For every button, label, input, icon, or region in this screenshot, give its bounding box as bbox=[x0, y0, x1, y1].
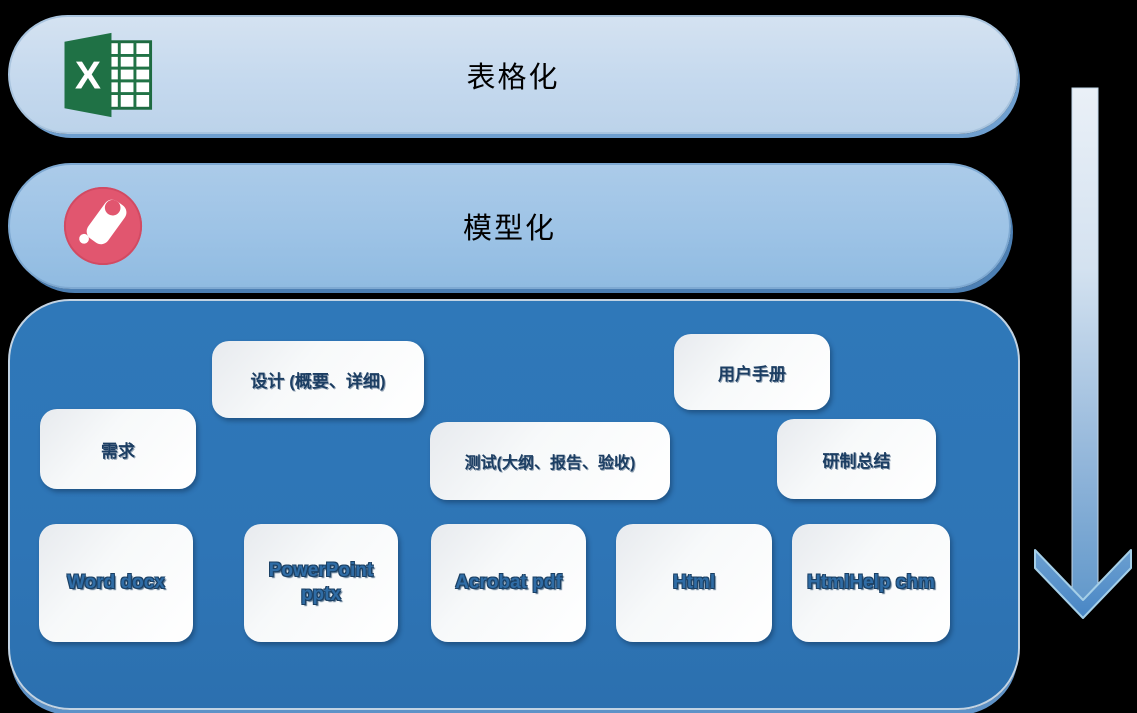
doc-box-dev-summary-label: 研制总结 bbox=[822, 451, 891, 471]
format-box-htmlhelp-label: HtmlHelp chm bbox=[807, 572, 935, 594]
format-box-acrobat-label: Acrobat pdf bbox=[455, 572, 562, 594]
doc-box-dev-summary: 研制总结 bbox=[777, 419, 936, 499]
doc-box-user-manual: 用户手册 bbox=[674, 334, 830, 410]
doc-box-design: 设计 (概要、详细) bbox=[212, 341, 424, 418]
format-box-powerpoint-label: PowerPoint pptx bbox=[268, 560, 374, 605]
tabulation-step-bar: X 表格化 bbox=[8, 15, 1018, 134]
tabulation-step-label: 表格化 bbox=[466, 61, 560, 94]
svg-text:X: X bbox=[75, 54, 101, 97]
format-box-powerpoint: PowerPoint pptx bbox=[244, 524, 398, 642]
script-scroll-icon bbox=[62, 185, 144, 267]
modeling-step-bar: 模型化 bbox=[8, 163, 1011, 289]
format-box-word-label: Word docx bbox=[67, 572, 165, 594]
documents-panel: 需求 设计 (概要、详细) 用户手册 测试(大纲、报告、验收) 研制总结 Wor… bbox=[8, 299, 1020, 710]
format-box-html: Html bbox=[616, 524, 772, 642]
doc-box-testing-label: 测试(大纲、报告、验收) bbox=[464, 455, 636, 472]
format-box-acrobat: Acrobat pdf bbox=[431, 524, 586, 642]
modeling-step-label: 模型化 bbox=[462, 213, 556, 245]
down-arrow-icon bbox=[1028, 82, 1137, 627]
doc-box-requirements-label: 需求 bbox=[101, 441, 135, 461]
doc-box-requirements: 需求 bbox=[40, 409, 196, 489]
format-box-htmlhelp: HtmlHelp chm bbox=[792, 524, 950, 642]
doc-box-user-manual-label: 用户手册 bbox=[718, 364, 786, 384]
doc-box-design-label: 设计 (概要、详细) bbox=[250, 372, 386, 391]
format-box-html-label: Html bbox=[672, 572, 716, 594]
format-box-word: Word docx bbox=[39, 524, 193, 642]
doc-box-testing: 测试(大纲、报告、验收) bbox=[430, 422, 670, 500]
excel-icon: X bbox=[62, 30, 157, 120]
